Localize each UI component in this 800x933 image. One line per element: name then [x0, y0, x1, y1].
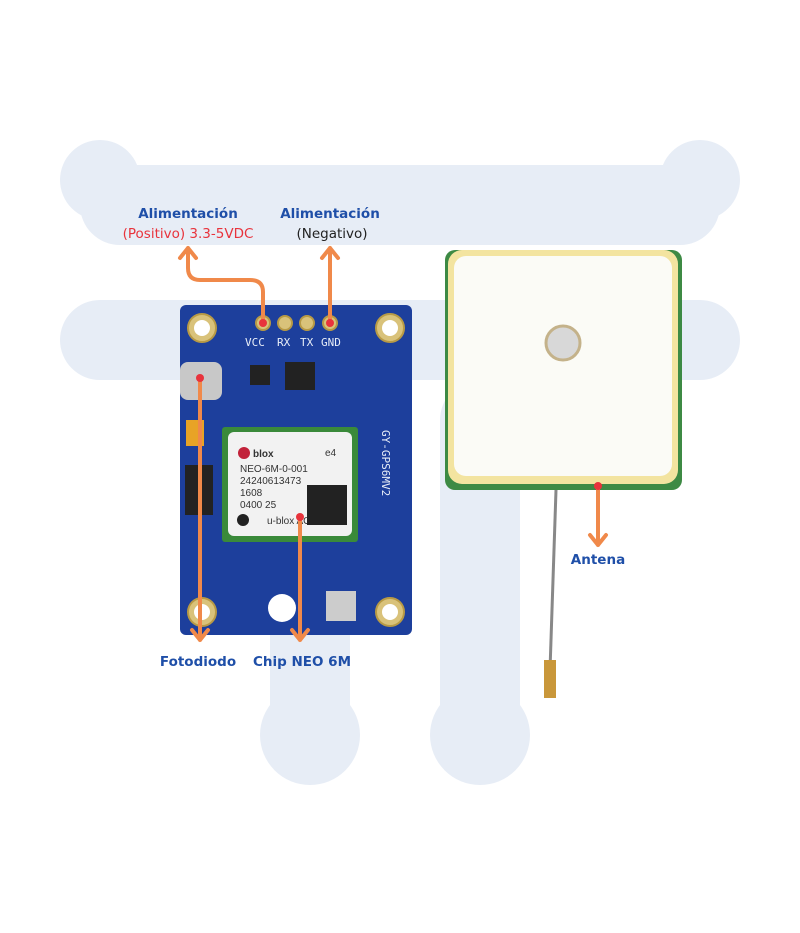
gps-board: VCC RX TX GND GY-GPS6MV2 blox NEO-6M-0-0…: [180, 305, 412, 635]
gnd-desc-label: (Negativo): [296, 226, 367, 242]
board-model-label: GY-GPS6MV2: [379, 430, 392, 496]
antenna-label: Antena: [571, 552, 625, 568]
svg-text:u-blox AG: u-blox AG: [267, 516, 311, 527]
svg-text:24240613473: 24240613473: [240, 476, 302, 487]
svg-text:NEO-6M-0-001: NEO-6M-0-001: [240, 464, 308, 475]
svg-text:0400 25: 0400 25: [240, 500, 277, 511]
chip-label: Chip NEO 6M: [253, 654, 351, 670]
ufl-connector: [544, 660, 556, 698]
pin-gnd-label: GND: [321, 336, 341, 349]
pin-tx-label: TX: [300, 336, 314, 349]
svg-text:blox: blox: [253, 449, 274, 460]
svg-text:e4: e4: [325, 448, 337, 459]
gps-antenna: [445, 250, 682, 698]
gnd-title-label: Alimentación: [280, 206, 380, 222]
photodiode-label: Fotodiodo: [160, 654, 236, 670]
datamatrix-code: [307, 485, 347, 525]
svg-text:1608: 1608: [240, 488, 263, 499]
callout-arrows: [178, 246, 608, 642]
pin-rx-label: RX: [277, 336, 291, 349]
vcc-title-label: Alimentación: [138, 206, 238, 222]
vcc-desc-label: (Positivo) 3.3-5VDC: [123, 226, 254, 242]
neo-6m-chip: blox NEO-6M-0-001 24240613473 1608 0400 …: [222, 427, 358, 542]
pin-vcc-label: VCC: [245, 336, 265, 349]
